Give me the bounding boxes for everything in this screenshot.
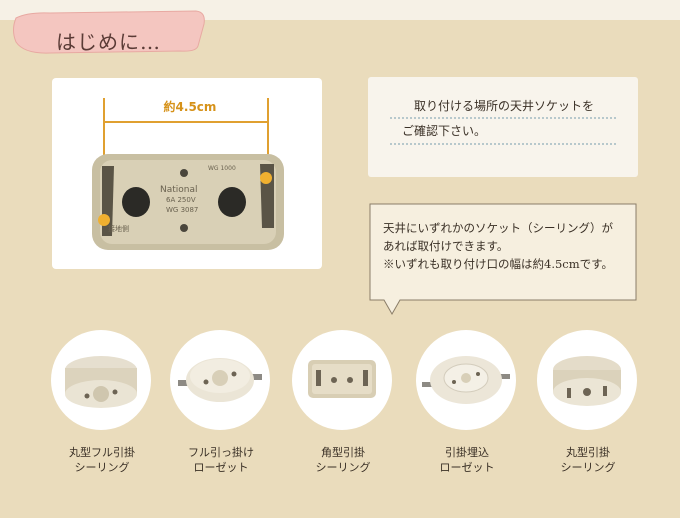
socket-type-caption: 引掛埋込 ローゼット <box>406 445 528 475</box>
section-tag: はじめに… <box>10 10 208 54</box>
socket-type-caption: 丸型フル引掛 シーリング <box>41 445 163 475</box>
socket-type-name: 引掛埋込 <box>445 446 489 459</box>
socket-type-name: 角型引掛 <box>321 446 365 459</box>
socket-model-text: WG 3087 <box>166 206 199 214</box>
speech-bubble-text: 天井にいずれかのソケット（シーリング）が あれば取付けできます。 ※いずれも取り… <box>383 219 633 273</box>
bubble-line-1: 天井にいずれかのソケット（シーリング）が <box>383 221 613 235</box>
round-ceiling-socket-icon <box>553 356 621 406</box>
page-title: はじめに… <box>56 30 161 54</box>
socket-type-name: シーリング <box>315 461 371 474</box>
socket-type-name: シーリング <box>560 461 616 474</box>
socket-type-name: シーリング <box>74 461 130 474</box>
socket-type-name: 丸型フル引掛 <box>69 446 135 459</box>
notice-divider <box>390 117 616 119</box>
socket-type-name: 丸型引掛 <box>566 446 610 459</box>
socket-corner-text: WG 1000 <box>208 165 236 172</box>
socket-type-name: ローゼット <box>439 461 495 474</box>
socket-photo: 約4.5cm National 6A 250V WG 3087 WG 1000 … <box>52 78 322 269</box>
socket-type-image <box>170 330 270 430</box>
socket-type-caption: 角型引掛 シーリング <box>282 445 404 475</box>
full-hook-rosette-icon <box>178 358 262 402</box>
round-full-ceiling-socket-icon <box>65 356 137 408</box>
tag-shape <box>13 10 205 54</box>
socket-type-image <box>537 330 637 430</box>
square-ceiling-socket-icon <box>308 360 376 398</box>
socket-type-name: フル引っ掛け <box>188 446 254 459</box>
speech-bubble-shape <box>369 203 637 316</box>
notice-divider <box>390 143 616 145</box>
socket-type-image <box>292 330 392 430</box>
bubble-line-2: あれば取付けできます。 <box>383 239 509 253</box>
ceiling-socket-illustration <box>92 98 284 250</box>
notice-box: 取り付ける場所の天井ソケットを ご確認下さい。 <box>368 77 638 177</box>
socket-brand-text: National <box>160 185 198 195</box>
flush-hook-rosette-icon <box>422 356 510 404</box>
dimension-label: 約4.5cm <box>163 100 217 114</box>
socket-side-text: 接地側 <box>108 225 129 233</box>
notice-line-1: 取り付ける場所の天井ソケットを <box>414 99 595 113</box>
bubble-line-3: ※いずれも取り付け口の幅は約4.5cmです。 <box>383 257 613 271</box>
socket-rating-text: 6A 250V <box>166 196 196 204</box>
socket-type-caption: フル引っ掛け ローゼット <box>160 445 282 475</box>
socket-type-caption: 丸型引掛 シーリング <box>527 445 649 475</box>
notice-line-2: ご確認下さい。 <box>402 124 487 138</box>
socket-type-image <box>416 330 516 430</box>
speech-bubble <box>368 202 638 316</box>
socket-type-name: ローゼット <box>193 461 249 474</box>
socket-type-image <box>51 330 151 430</box>
